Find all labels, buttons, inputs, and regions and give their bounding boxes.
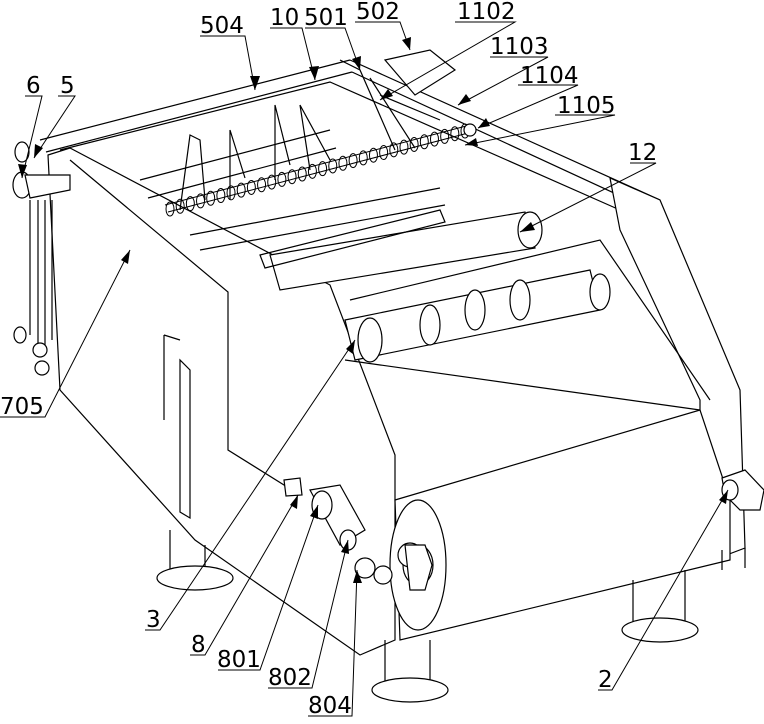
spring-coil: [175, 198, 185, 214]
arrowheads: [18, 37, 728, 583]
label-705: 705: [0, 394, 44, 420]
label-12: 12: [628, 140, 657, 166]
spring-coil: [267, 174, 277, 190]
spring-coils: [165, 123, 470, 217]
label-3: 3: [146, 607, 161, 633]
label-504: 504: [200, 13, 244, 39]
spring-coil: [358, 150, 368, 166]
label-10: 10: [270, 5, 299, 31]
label-5: 5: [60, 73, 75, 99]
legs: [156, 530, 746, 703]
spring-coil: [246, 179, 256, 195]
spring-coil: [165, 201, 175, 217]
spring-coil: [338, 155, 348, 171]
spring-coil: [399, 139, 409, 155]
label-2: 2: [598, 667, 613, 693]
label-501: 501: [304, 5, 348, 31]
spring-coil: [348, 153, 358, 169]
spring-coil: [307, 163, 317, 179]
label-8: 8: [191, 632, 206, 658]
spring-coil: [318, 161, 328, 177]
leader-lines: [0, 21, 729, 717]
spring-coil: [409, 136, 419, 152]
output-roller-body: [394, 409, 731, 641]
spring-coil: [196, 193, 206, 209]
spring-coil: [216, 188, 226, 204]
spring-coil: [429, 131, 439, 147]
label-1102: 1102: [457, 0, 516, 25]
label-804: 804: [308, 693, 352, 719]
spring-coil: [389, 142, 399, 158]
spring-coil: [379, 145, 389, 161]
spring-coil: [419, 134, 429, 150]
side-pulley-assembly: [12, 141, 71, 376]
spring-coil: [287, 169, 297, 185]
spring-coil: [297, 166, 307, 182]
spring-coil: [328, 158, 338, 174]
spring-coil: [440, 128, 450, 144]
spring-coil: [185, 196, 195, 212]
reference-labels: 504 10 501 502 1102 1103 1104 1105 12 6 …: [0, 0, 657, 719]
spring-coil: [257, 177, 267, 193]
label-1105: 1105: [557, 93, 616, 119]
spring-coil: [450, 126, 460, 142]
label-801: 801: [217, 647, 261, 673]
label-502: 502: [356, 0, 400, 25]
label-1104: 1104: [520, 63, 579, 89]
motor-502: [383, 49, 457, 96]
spring-coil: [236, 182, 246, 198]
spring-coil: [368, 147, 378, 163]
spring-coil: [277, 171, 287, 187]
label-802: 802: [268, 665, 312, 691]
spring-coil: [206, 190, 216, 206]
label-6: 6: [26, 73, 41, 99]
machine-body: [12, 49, 764, 703]
label-1103: 1103: [490, 34, 549, 60]
roller-12: [269, 211, 536, 291]
side-door: [69, 159, 301, 496]
spring-coil: [226, 185, 236, 201]
